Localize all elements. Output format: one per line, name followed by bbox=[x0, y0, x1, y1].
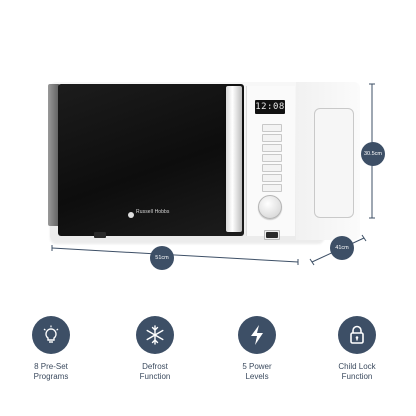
feature-label-line1: 5 Power bbox=[242, 362, 272, 371]
microwave-door-handle bbox=[226, 86, 242, 232]
microwave-button bbox=[262, 184, 282, 192]
padlock-icon bbox=[338, 316, 376, 354]
feature-label-line2: Function bbox=[139, 372, 171, 381]
microwave-door-edge bbox=[48, 84, 60, 226]
microwave-display: 12:08 bbox=[255, 100, 285, 114]
width-dimension-label: 51cm bbox=[150, 246, 174, 270]
microwave-button bbox=[262, 134, 282, 142]
snowflake-icon bbox=[136, 316, 174, 354]
lightbulb-icon bbox=[32, 316, 70, 354]
feature-defrost: Defrost Function bbox=[105, 316, 205, 382]
feature-label-line2: Function bbox=[341, 372, 373, 381]
brand-name: Russell Hobbs bbox=[136, 209, 170, 215]
feature-power-levels: 5 Power Levels bbox=[207, 316, 307, 382]
feature-child-lock: Child Lock Function bbox=[307, 316, 407, 382]
lightning-icon bbox=[238, 316, 276, 354]
feature-label-line2: Levels bbox=[245, 372, 269, 381]
microwave-button bbox=[262, 154, 282, 162]
microwave-button bbox=[262, 174, 282, 182]
microwave-door-window bbox=[58, 84, 244, 236]
feature-label-line2: Programs bbox=[33, 372, 69, 381]
microwave-button bbox=[262, 124, 282, 132]
microwave-foot bbox=[94, 232, 106, 238]
width-dimension-line bbox=[51, 247, 299, 263]
feature-label-line1: 8 Pre-Set bbox=[34, 362, 68, 371]
microwave-dial bbox=[258, 195, 282, 219]
microwave-button bbox=[262, 144, 282, 152]
microwave-button bbox=[262, 164, 282, 172]
brand-logo-icon bbox=[128, 212, 134, 218]
height-dimension-label: 30.5cm bbox=[361, 142, 385, 166]
feature-label-line1: Defrost bbox=[142, 362, 168, 371]
depth-dimension-label: 41cm bbox=[330, 236, 354, 260]
microwave-foot bbox=[266, 232, 278, 238]
microwave-side-vent bbox=[314, 108, 354, 218]
feature-label-line1: Child Lock bbox=[338, 362, 376, 371]
feature-preset-programs: 8 Pre-Set Programs bbox=[1, 316, 101, 382]
